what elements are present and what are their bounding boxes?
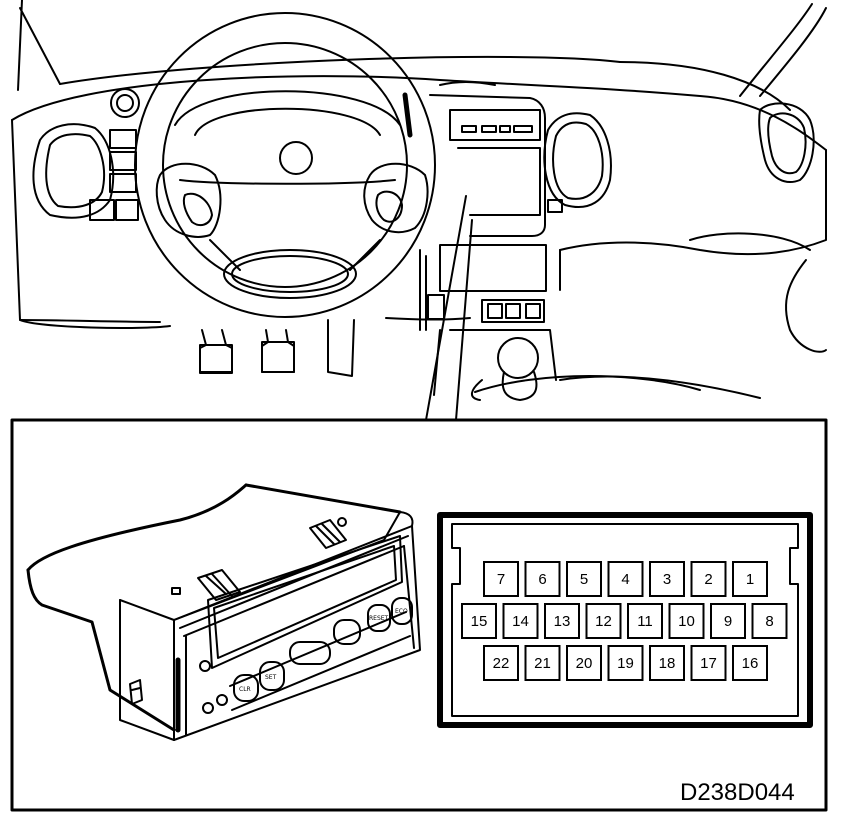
connector-pin-label: 18	[659, 655, 676, 672]
gear-shifter	[471, 337, 539, 401]
connector-pin-cell	[483, 561, 519, 597]
connector-pin-cell	[627, 603, 663, 639]
left-switch-panel	[89, 88, 140, 221]
connector-pin-cell	[502, 603, 539, 639]
connector-pin-label: 11	[637, 613, 653, 630]
far-right-vent	[758, 102, 815, 183]
connector-pin-cell	[751, 603, 788, 639]
unit-buttons	[199, 597, 413, 714]
connector-row-top: 7 6 5 4 3 2 1	[483, 561, 768, 597]
connector-pin-label: 17	[700, 655, 717, 672]
unit-button-labels: CLR SET RESET ECO	[239, 608, 408, 693]
unit-button-label-left-1: SET	[265, 674, 277, 681]
right-air-vent	[543, 112, 612, 208]
connector-pin-label: 15	[471, 613, 488, 630]
connector-pin-label: 19	[617, 655, 634, 672]
center-console-radio	[429, 81, 563, 237]
connector-pin-label: 22	[493, 655, 510, 672]
reference-code: D238D044	[680, 779, 795, 806]
connector-pin-cell	[607, 561, 644, 597]
connector-pin-label: 8	[765, 613, 773, 630]
connector-pin-cell	[732, 561, 768, 597]
connector-pin-cell	[668, 603, 705, 639]
connector-row-bottom: 22 21 20 19 18 17 16	[483, 645, 768, 681]
steering-wheel	[134, 12, 436, 318]
connector-pin-cell	[690, 561, 727, 597]
connector-pin-label: 1	[746, 571, 754, 588]
connector-pin-cell	[732, 645, 768, 681]
connector-pin-cell	[607, 645, 644, 681]
connector-pin-cell	[524, 645, 561, 681]
connector-pin-cell	[461, 603, 497, 639]
lower-console	[419, 244, 761, 399]
connector-pin-label: 10	[678, 613, 695, 630]
unit-button-label-left-0: CLR	[239, 686, 251, 693]
windshield-frame	[17, 0, 827, 111]
connector-pin-label: 12	[595, 613, 612, 630]
left-air-vent	[32, 123, 115, 219]
connector-pin-cell	[544, 603, 580, 639]
connector-pin-cell	[483, 645, 519, 681]
connector-row-middle: 15 14 13 12 11 10 9 8	[461, 603, 788, 639]
callout-leader	[425, 195, 473, 421]
connector-pin-cell	[690, 645, 727, 681]
connector-pin-label: 21	[534, 655, 551, 672]
connector-pin-label: 14	[512, 613, 529, 630]
connector-pin-label: 2	[704, 571, 712, 588]
connector-pin-label: 20	[576, 655, 593, 672]
connector-pin-label: 5	[580, 571, 588, 588]
connector-pin-label: 3	[663, 571, 671, 588]
connector-pin-label: 13	[554, 613, 571, 630]
detail-frame	[10, 418, 828, 812]
connector-pin-label: 16	[742, 655, 759, 672]
connector-pin-label: 6	[538, 571, 546, 588]
unit-button-label-right-0: RESET	[369, 615, 389, 622]
connector-pin-label: 4	[621, 571, 629, 588]
connector-pin-cell	[566, 645, 602, 681]
connector-pin-label: 9	[724, 613, 732, 630]
trip-computer-unit	[26, 483, 421, 741]
unit-button-label-right-1: ECO	[395, 608, 408, 615]
connector-pin-cell	[649, 645, 685, 681]
connector-pin-label: 7	[497, 571, 505, 588]
connector-pin-cell	[649, 561, 685, 597]
pedals	[199, 319, 355, 377]
connector-pin-cell	[585, 603, 622, 639]
connector-pin-cell	[710, 603, 746, 639]
connector-face	[437, 512, 813, 728]
connector-pin-cell	[524, 561, 561, 597]
connector-pin-cell	[566, 561, 602, 597]
